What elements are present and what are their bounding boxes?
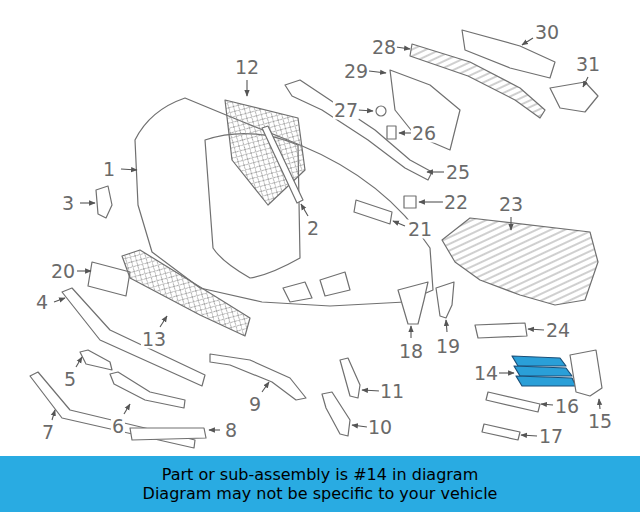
callout-number: 14 bbox=[473, 364, 499, 383]
callout-number: 25 bbox=[445, 163, 471, 182]
callout-number: 6 bbox=[111, 417, 125, 436]
callout-number: 12 bbox=[234, 58, 260, 77]
callout-number: 2 bbox=[306, 219, 320, 238]
callout-number: 7 bbox=[41, 423, 55, 442]
callout-number: 4 bbox=[35, 293, 49, 312]
callout-number: 15 bbox=[587, 412, 613, 431]
callout-number: 27 bbox=[333, 101, 359, 120]
callout-number: 30 bbox=[534, 23, 560, 42]
callout-number: 19 bbox=[435, 337, 461, 356]
callout-number: 23 bbox=[498, 195, 524, 214]
callout-number: 24 bbox=[545, 321, 571, 340]
callout-number: 10 bbox=[367, 418, 393, 437]
notice-text: Diagram may not be specific to your vehi… bbox=[143, 484, 498, 503]
callout-number: 26 bbox=[411, 124, 437, 143]
callout-number: 20 bbox=[50, 262, 76, 281]
callout-number: 31 bbox=[575, 55, 601, 74]
callout-number: 11 bbox=[379, 382, 405, 401]
callout-number: 22 bbox=[443, 193, 469, 212]
callout-number: 28 bbox=[371, 38, 397, 57]
callout-number: 5 bbox=[63, 370, 77, 389]
notice-text: Part or sub-assembly is #14 in diagram bbox=[162, 465, 479, 484]
callout-number: 18 bbox=[398, 342, 424, 361]
callout-number: 21 bbox=[407, 220, 433, 239]
callout-number: 13 bbox=[141, 330, 167, 349]
callout-number: 16 bbox=[554, 397, 580, 416]
callout-number: 3 bbox=[61, 194, 75, 213]
callout-number: 8 bbox=[224, 421, 238, 440]
notice-band: Part or sub-assembly is #14 in diagramDi… bbox=[0, 456, 640, 512]
callout-number: 29 bbox=[343, 62, 369, 81]
callout-number: 17 bbox=[538, 427, 564, 446]
callout-number: 9 bbox=[248, 395, 262, 414]
callout-number: 1 bbox=[102, 160, 116, 179]
